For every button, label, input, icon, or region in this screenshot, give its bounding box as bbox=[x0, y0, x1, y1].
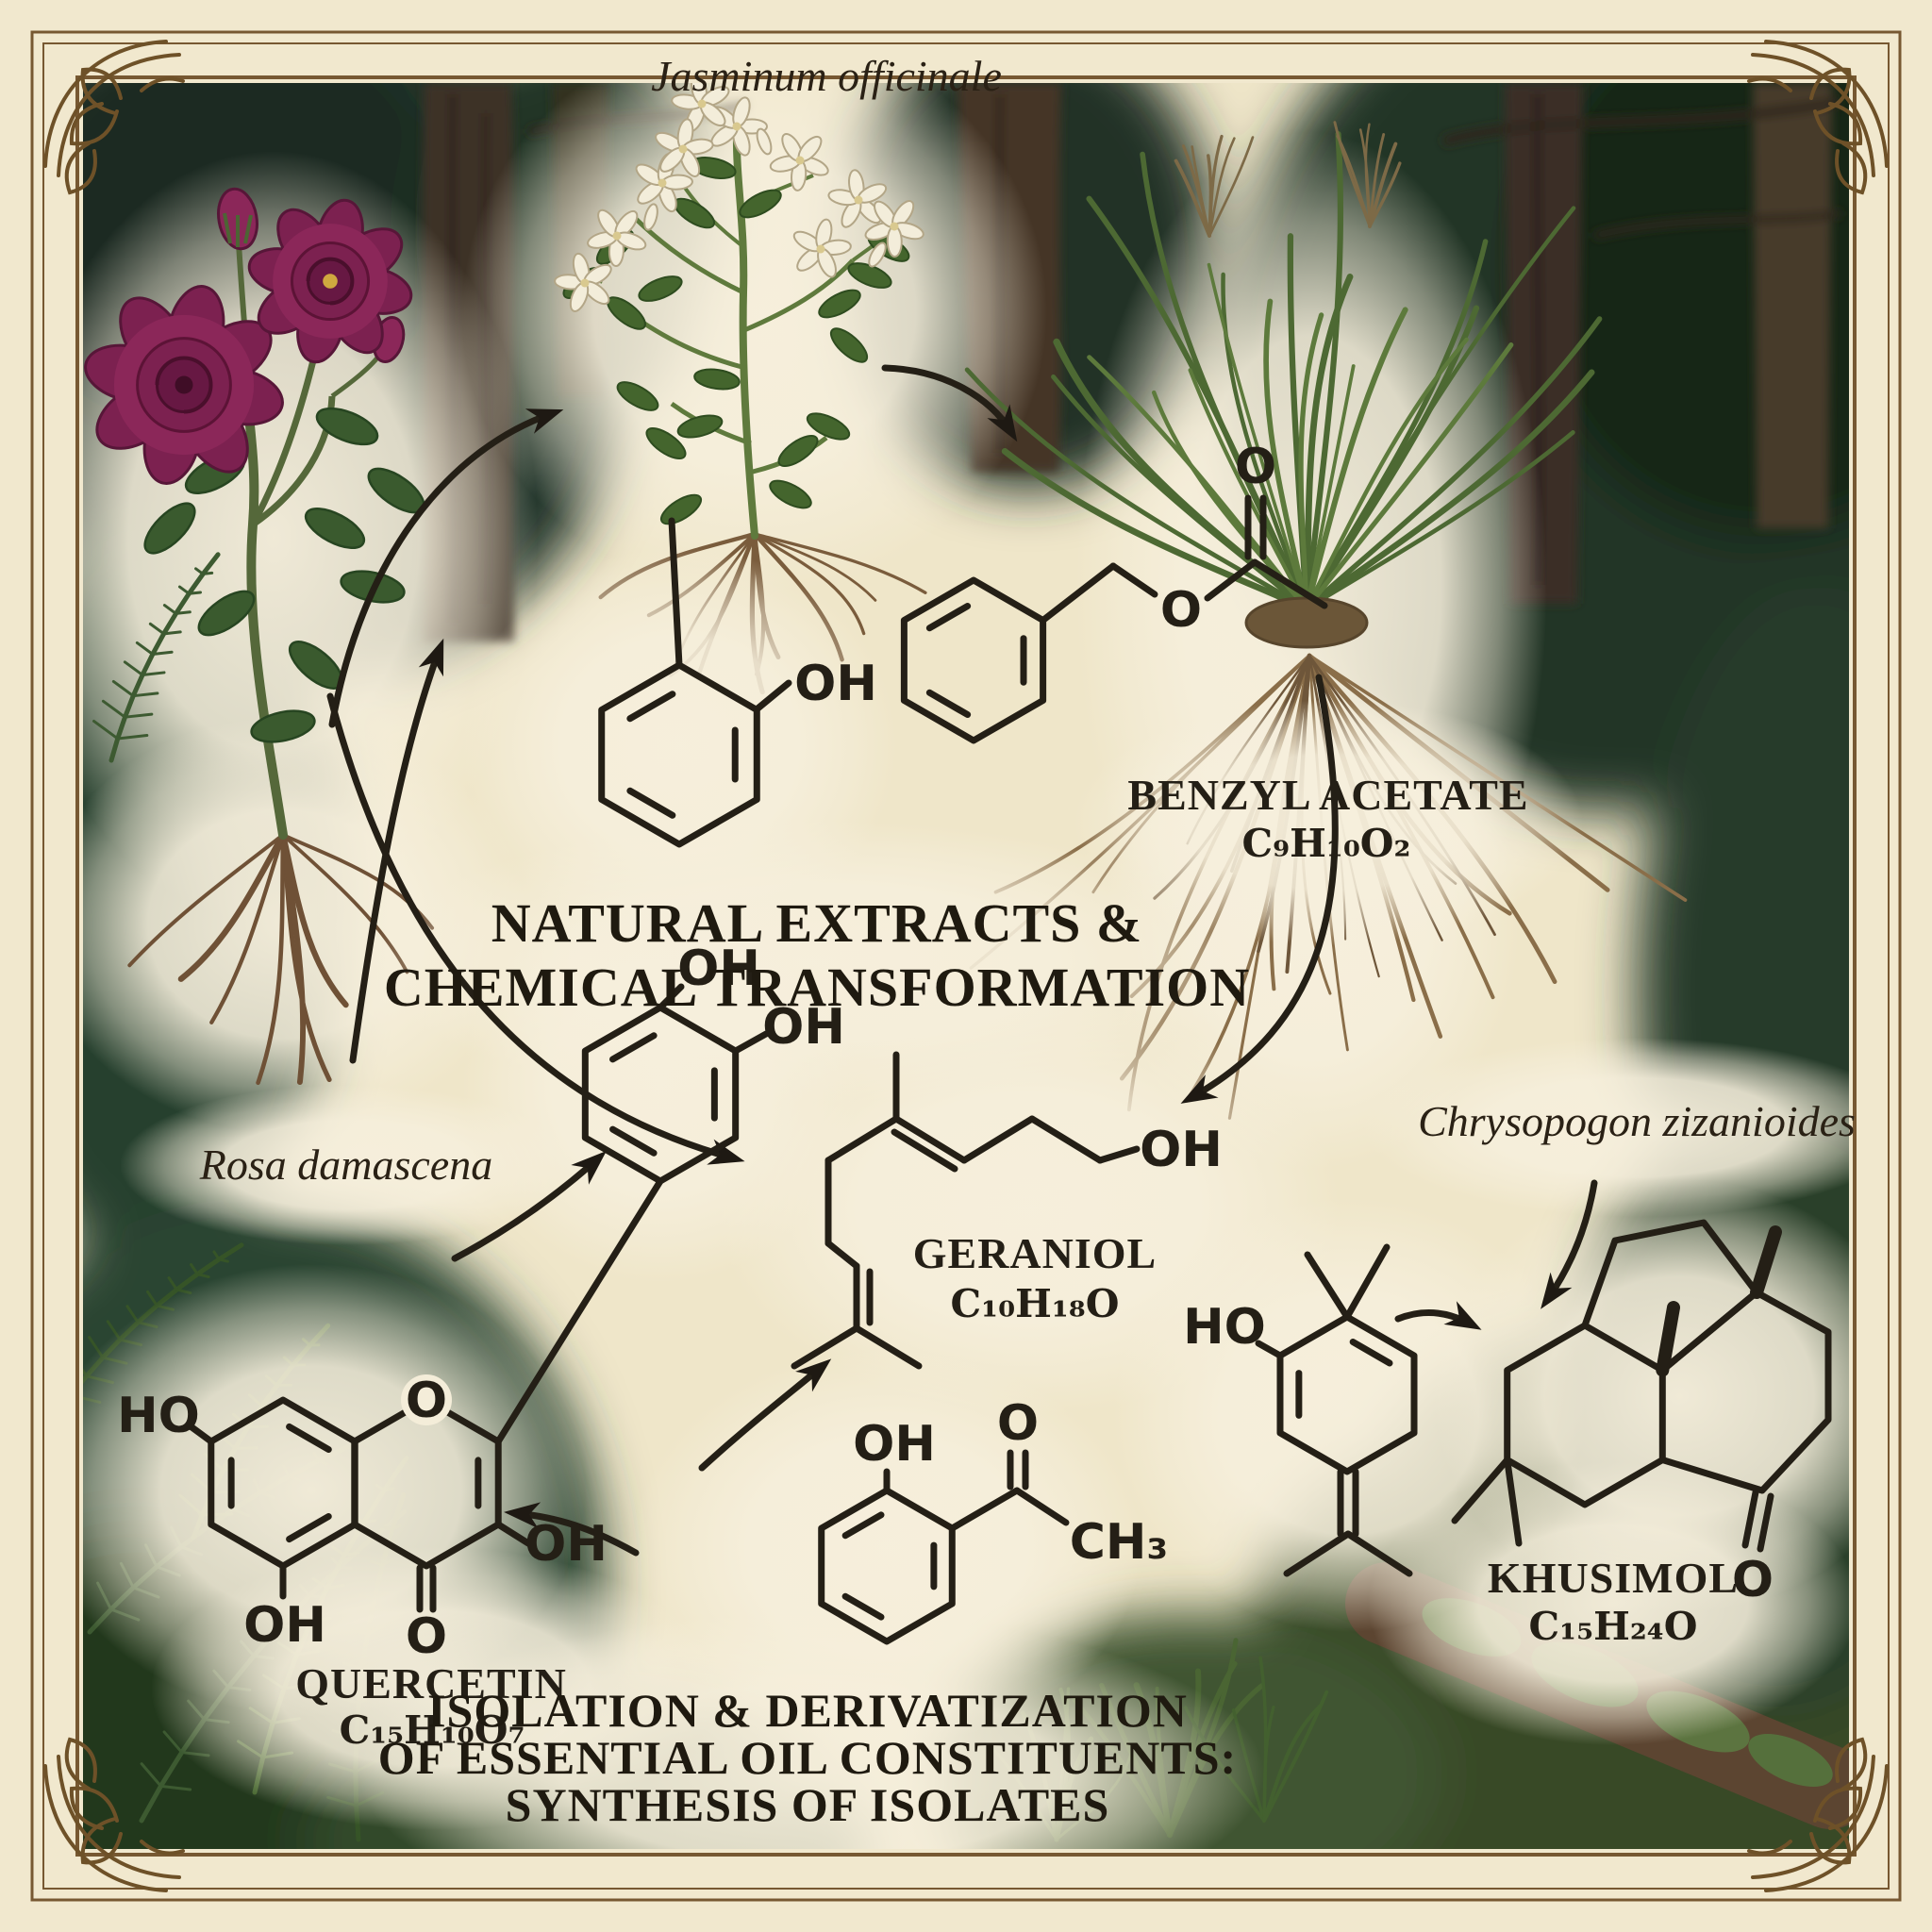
content-glows bbox=[83, 547, 1849, 1849]
reaction-arrow bbox=[1180, 674, 1339, 1104]
rose-flowers bbox=[84, 187, 413, 485]
phenol-intermediate-structure: HO bbox=[1183, 1243, 1418, 1577]
cresol-structure: OH bbox=[598, 517, 877, 848]
hydroxyacetophenone-structure: OH O CH₃ bbox=[818, 1395, 1168, 1645]
labels: Jasminum officinale Rosa damascena Chrys… bbox=[199, 52, 1856, 1831]
geraniol-name: GERANIOL bbox=[913, 1229, 1157, 1277]
vetiver-plume bbox=[1174, 134, 1255, 238]
atom-label: HO bbox=[117, 1388, 200, 1444]
reaction-arrow bbox=[326, 692, 745, 1165]
jasmine-flower bbox=[587, 208, 647, 267]
vetiver-species-label: Chrysopogon zizanioides bbox=[1418, 1097, 1856, 1145]
atom-label: O bbox=[406, 1373, 447, 1429]
rose-bloom bbox=[247, 198, 413, 364]
atom-label: OH bbox=[1140, 1122, 1223, 1178]
khusimol-name: KHUSIMOL bbox=[1488, 1554, 1739, 1602]
bottom-title-line2: OF ESSENTIAL OIL CONSTITUENTS: bbox=[378, 1731, 1237, 1784]
jasmine-flower bbox=[792, 218, 852, 278]
khusimol-formula: C₁₅H₂₄O bbox=[1529, 1604, 1698, 1649]
rose-species-label: Rosa damascena bbox=[199, 1141, 492, 1189]
quercetin-name: QUERCETIN bbox=[295, 1659, 567, 1707]
jasmine-flower bbox=[769, 133, 829, 192]
jasmine-flowers bbox=[554, 83, 924, 312]
quercetin-structure: O HO OH O OH OH OH bbox=[117, 941, 845, 1665]
bottom-title-line1: ISOLATION & DERIVATIZATION bbox=[427, 1684, 1188, 1737]
reaction-arrow bbox=[451, 1150, 607, 1262]
atom-label: OH bbox=[853, 1416, 936, 1473]
geraniol-formula: C₁₀H₁₈O bbox=[951, 1281, 1120, 1326]
rose-bloom bbox=[84, 285, 284, 485]
atom-label: OH bbox=[243, 1597, 326, 1654]
reaction-arrow bbox=[698, 1358, 832, 1472]
atom-label: OH bbox=[677, 941, 760, 997]
jasmine-flower bbox=[655, 118, 714, 177]
geraniol-structure: OH bbox=[791, 1051, 1223, 1370]
vetiver-plume bbox=[1333, 121, 1402, 228]
chemical-structures: OH O O OH bbox=[117, 439, 1832, 1665]
benzyl-acetate-formula: C₉H₁₀O₂ bbox=[1242, 821, 1411, 866]
atom-label: O bbox=[1235, 439, 1276, 495]
atom-label: CH₃ bbox=[1070, 1514, 1168, 1571]
jasmine-flower bbox=[864, 200, 924, 258]
atom-label: O bbox=[1732, 1552, 1774, 1608]
reaction-arrows bbox=[326, 364, 1598, 1557]
reaction-arrow bbox=[1541, 1179, 1598, 1309]
reaction-arrow bbox=[504, 1502, 640, 1557]
reaction-arrow bbox=[1394, 1301, 1482, 1330]
jasmine-flower bbox=[671, 83, 730, 133]
jasmine-flower bbox=[554, 252, 612, 312]
benzyl-acetate-name: BENZYL ACETATE bbox=[1127, 771, 1528, 819]
rose-leaves bbox=[143, 407, 425, 743]
center-title-line1: NATURAL EXTRACTS & bbox=[491, 892, 1142, 954]
atom-label: O bbox=[406, 1608, 447, 1665]
atom-label: OH bbox=[762, 999, 845, 1056]
vetiver-crown bbox=[1244, 596, 1369, 649]
reaction-arrow bbox=[349, 638, 444, 1064]
atom-label: OH bbox=[794, 656, 877, 712]
atom-label: O bbox=[997, 1395, 1039, 1452]
ornamental-frame bbox=[30, 30, 1902, 1902]
atom-label: O bbox=[1160, 582, 1202, 639]
khusimol-structure: O bbox=[1451, 1219, 1832, 1608]
bottom-title-line3: SYNTHESIS OF ISOLATES bbox=[506, 1778, 1110, 1831]
reaction-arrow bbox=[881, 364, 1018, 442]
jasmine-species-label: Jasminum officinale bbox=[651, 52, 1002, 100]
jasmine-flower bbox=[710, 96, 768, 157]
atom-label: HO bbox=[1183, 1299, 1266, 1356]
quercetin-formula: C₁₅H₁₀O₇ bbox=[340, 1707, 525, 1753]
jasmine-illustration bbox=[554, 83, 927, 695]
rose-illustration bbox=[84, 187, 435, 1086]
reaction-arrow bbox=[328, 408, 564, 728]
benzyl-acetate-structure: O O bbox=[900, 439, 1328, 744]
atom-label: OH bbox=[525, 1516, 608, 1573]
center-title-line2: CHEMICAL TRANSFORMATION bbox=[384, 957, 1250, 1018]
